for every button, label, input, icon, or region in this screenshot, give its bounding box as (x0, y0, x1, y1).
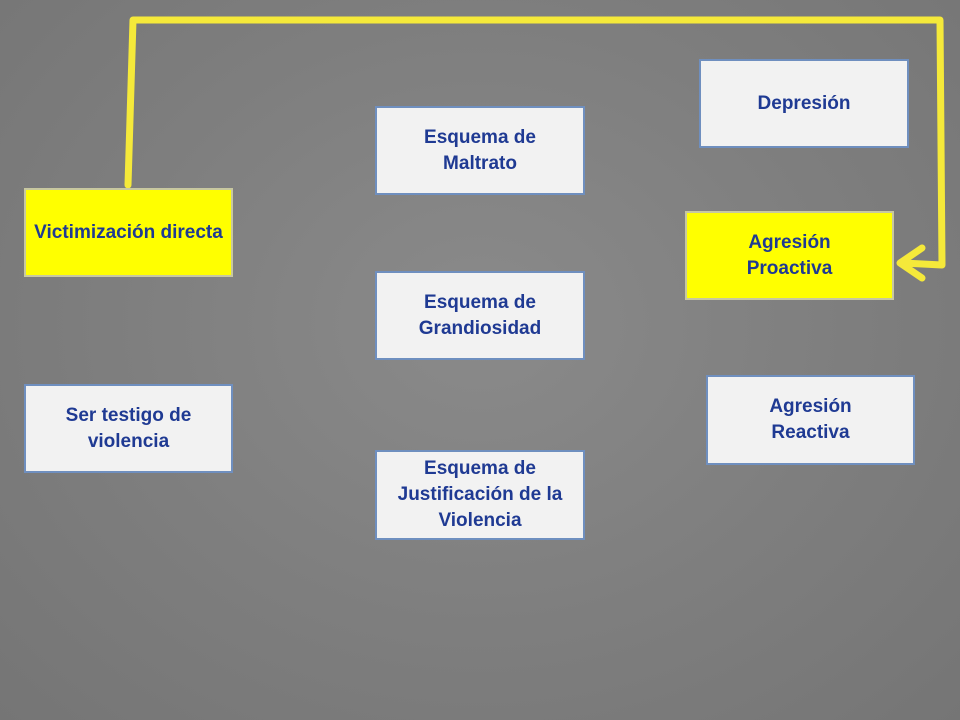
reactive-aggression-box: Agresión Reactiva (706, 375, 915, 465)
witness-box: Ser testigo de violencia (24, 384, 233, 473)
depression-label: Depresión (757, 92, 851, 114)
victimization-box: Victimización directa (24, 188, 233, 277)
grandiosity-schema-label: Esquema de Grandiosidad (418, 291, 542, 339)
proactive-aggression-box: Agresión Proactiva (685, 211, 894, 300)
proactive-aggression-label: Agresión Proactiva (746, 231, 833, 279)
maltreatment-schema-label: Esquema de Maltrato (424, 126, 536, 174)
victimization-label: Victimización directa (34, 221, 223, 243)
depression-box: Depresión (699, 59, 909, 148)
arrow-head (896, 244, 926, 282)
maltreatment-schema-box: Esquema de Maltrato (375, 106, 585, 195)
justification-schema-box: Esquema de Justificación de la Violencia (375, 450, 585, 540)
reactive-aggression-label: Agresión Reactiva (769, 396, 852, 443)
justification-schema-label: Esquema de Justificación de la Violencia (397, 458, 563, 531)
grandiosity-schema-box: Esquema de Grandiosidad (375, 271, 585, 360)
witness-label: Ser testigo de violencia (65, 404, 192, 452)
